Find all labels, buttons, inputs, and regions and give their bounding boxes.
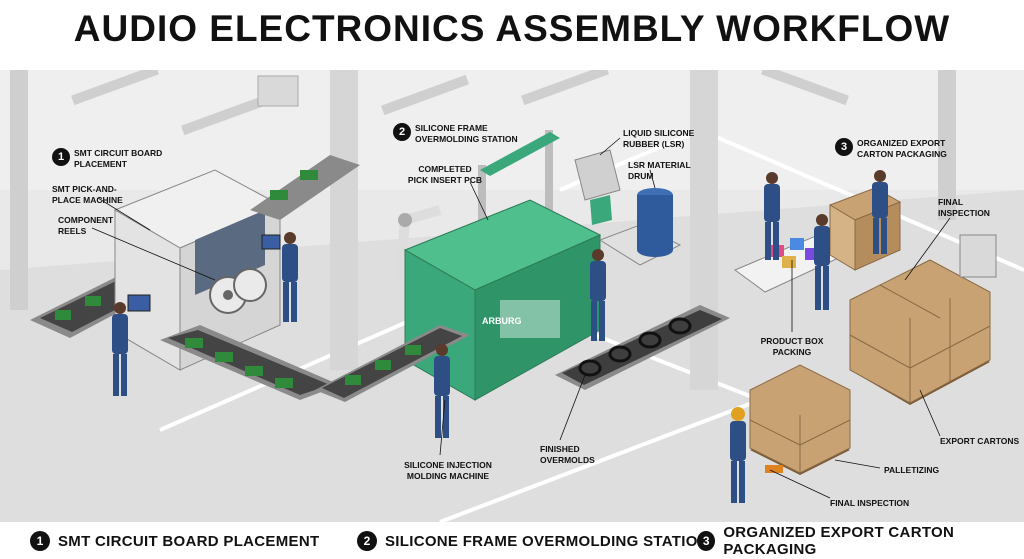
worker-3a [764,172,780,260]
component-reels-label: COMPONENT REELS [58,215,113,237]
final-inspection-bottom-label: FINAL INSPECTION [830,498,910,508]
final-inspection-top-label: FINAL INSPECTION [938,197,990,219]
footer-badge-2: 2 [357,531,377,551]
pillar [10,70,28,310]
lsr-drum-label-line2: DRUM [628,171,654,181]
finished-overmolds-label-line1: FINISHED [540,444,580,454]
product-box-label: PRODUCT BOX PACKING [752,336,832,358]
station-2-label: SILICONE FRAME OVERMOLDING STATION [415,123,518,145]
lsr-drum-label: LSR MATERIAL DRUM [628,160,691,182]
finished-overmolds-label: FINISHED OVERMOLDS [540,444,595,466]
export-carton-stack [849,259,991,405]
worker-1a [112,302,128,396]
pillar [690,70,718,390]
worker-3c [814,214,830,310]
injection-machine-label-line2: MOLDING MACHINE [406,471,490,481]
lsr-label-line1: LIQUID SILICONE [623,128,695,138]
pillar [330,70,358,370]
palletizing-label: PALLETIZING [884,465,940,475]
footer-legend: 1 SMT CIRCUIT BOARD PLACEMENT 2 SILICONE… [0,522,1024,559]
injection-machine-label-line1: SILICONE INJECTION [404,460,492,470]
finished-overmolds-label-line2: OVERMOLDS [540,455,595,465]
footer-badge-1: 1 [30,531,50,551]
component-reels-label-line1: COMPONENT [58,215,114,225]
pick-place-label-line2: PLACE MACHINE [52,195,123,205]
station-3-badge: 3 [835,138,853,156]
machine-brand: ARBURG [482,316,522,326]
footer-text-3: ORGANIZED EXPORT CARTON PACKAGING [723,524,955,558]
product-box-label-line2: PACKING [772,347,812,357]
injection-machine-label: SILICONE INJECTION MOLDING MACHINE [398,460,498,482]
footer-item-3: 3 ORGANIZED EXPORT CARTON PACKAGING [697,524,1024,558]
station-2-label-line2: OVERMOLDING STATION [415,134,518,144]
final-inspection-top-line2: INSPECTION [938,208,990,218]
worker-2a [434,344,450,438]
station-1-label: SMT CIRCUIT BOARD PLACEMENT [74,148,162,170]
pillar [938,70,956,220]
footer-badge-3: 3 [697,531,716,551]
footer-item-1: 1 SMT CIRCUIT BOARD PLACEMENT [30,530,319,552]
station-1-label-line2: PLACEMENT [74,159,127,169]
completed-pcb-label-line2: PICK INSERT PCB [407,175,483,185]
completed-pcb-label-line1: COMPLETED [418,164,472,174]
station-1-label-line1: SMT CIRCUIT BOARD [74,148,163,158]
station-2-label-line1: SILICONE FRAME [415,123,488,133]
pick-place-label-line1: SMT PICK-AND- [52,184,117,194]
station-2-badge: 2 [393,123,411,141]
completed-pcb-label: COMPLETED PICK INSERT PCB [395,164,495,186]
lsr-label: LIQUID SILICONE RUBBER (LSR) [623,128,694,150]
station-3-label: ORGANIZED EXPORT CARTON PACKAGING [857,138,947,160]
station-3-label-line1: ORGANIZED EXPORT [857,138,946,148]
factory-illustration: ARBURG [0,64,1024,524]
page-title: AUDIO ELECTRONICS ASSEMBLY WORKFLOW [73,8,951,49]
lsr-drum-label-line1: LSR MATERIAL [628,160,691,170]
footer-text-1: SMT CIRCUIT BOARD PLACEMENT [58,532,320,550]
component-reels-label-line2: REELS [58,226,87,236]
worker-1b [282,232,298,322]
export-cartons-label: EXPORT CARTONS [940,436,1020,446]
worker-3d [730,407,746,503]
station-3-label-line2: CARTON PACKAGING [857,149,947,159]
station-1-badge: 1 [52,148,70,166]
palletizing-stack [749,364,851,475]
factory-scene: ARBURG [0,64,1024,524]
lsr-label-line2: RUBBER (LSR) [623,139,685,149]
footer-item-2: 2 SILICONE FRAME OVERMOLDING STATION [357,530,709,552]
footer-text-2: SILICONE FRAME OVERMOLDING STATION [385,532,709,550]
pick-place-label: SMT PICK-AND- PLACE MACHINE [52,184,123,206]
worker-3b [872,170,888,254]
worker-2b [590,249,606,341]
final-inspection-top-line1: FINAL [938,197,964,207]
product-box-label-line1: PRODUCT BOX [760,336,824,346]
